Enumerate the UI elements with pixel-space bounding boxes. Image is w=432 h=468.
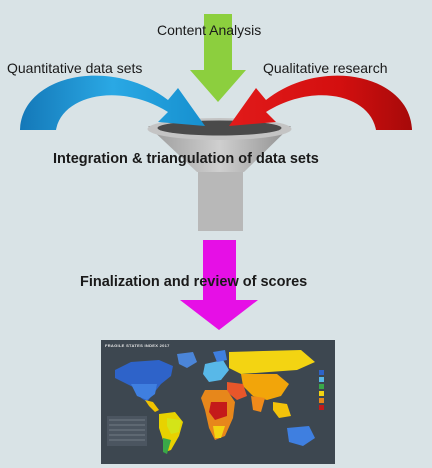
map-legend-5 [319,398,324,403]
map-africa-central [209,402,227,420]
map-legend-4 [319,391,324,396]
map-table-lines [107,416,147,446]
integration-label: Integration & triangulation of data sets [53,151,319,167]
map-africa-south [213,426,225,438]
qualitative-arrow [229,75,412,130]
qualitative-label: Qualitative research [263,60,388,76]
map-scandinavia [213,350,227,362]
quantitative-label: Quantitative data sets [7,60,143,76]
map-asia [241,374,289,400]
map-russia [229,350,315,374]
finalization-label: Finalization and review of scores [80,274,308,290]
map-south-cone [163,438,171,454]
map-legend-3 [319,384,324,389]
finalization-arrow [180,240,258,330]
quantitative-arrow [20,75,205,130]
map-brazil [167,418,181,434]
map-central-america [145,400,159,412]
map-legend-2 [319,377,324,382]
content-analysis-arrow [190,14,246,102]
map-usa [131,384,157,400]
map-north-america [115,360,173,402]
map-legend-1 [319,370,324,375]
world-map-graphic [107,350,324,454]
map-middle-east [227,382,247,400]
funnel-spout [198,170,243,231]
map-greenland [177,352,197,368]
content-analysis-label: Content Analysis [157,22,262,38]
map-europe [203,360,229,382]
map-se-asia [273,402,291,418]
map-south-asia [251,396,265,412]
map-legend-6 [319,405,324,410]
map-title: FRAGILE STATES INDEX 2017 [105,343,170,348]
map-australia [287,426,315,446]
world-map-thumbnail: FRAGILE STATES INDEX 2017 [101,340,335,464]
